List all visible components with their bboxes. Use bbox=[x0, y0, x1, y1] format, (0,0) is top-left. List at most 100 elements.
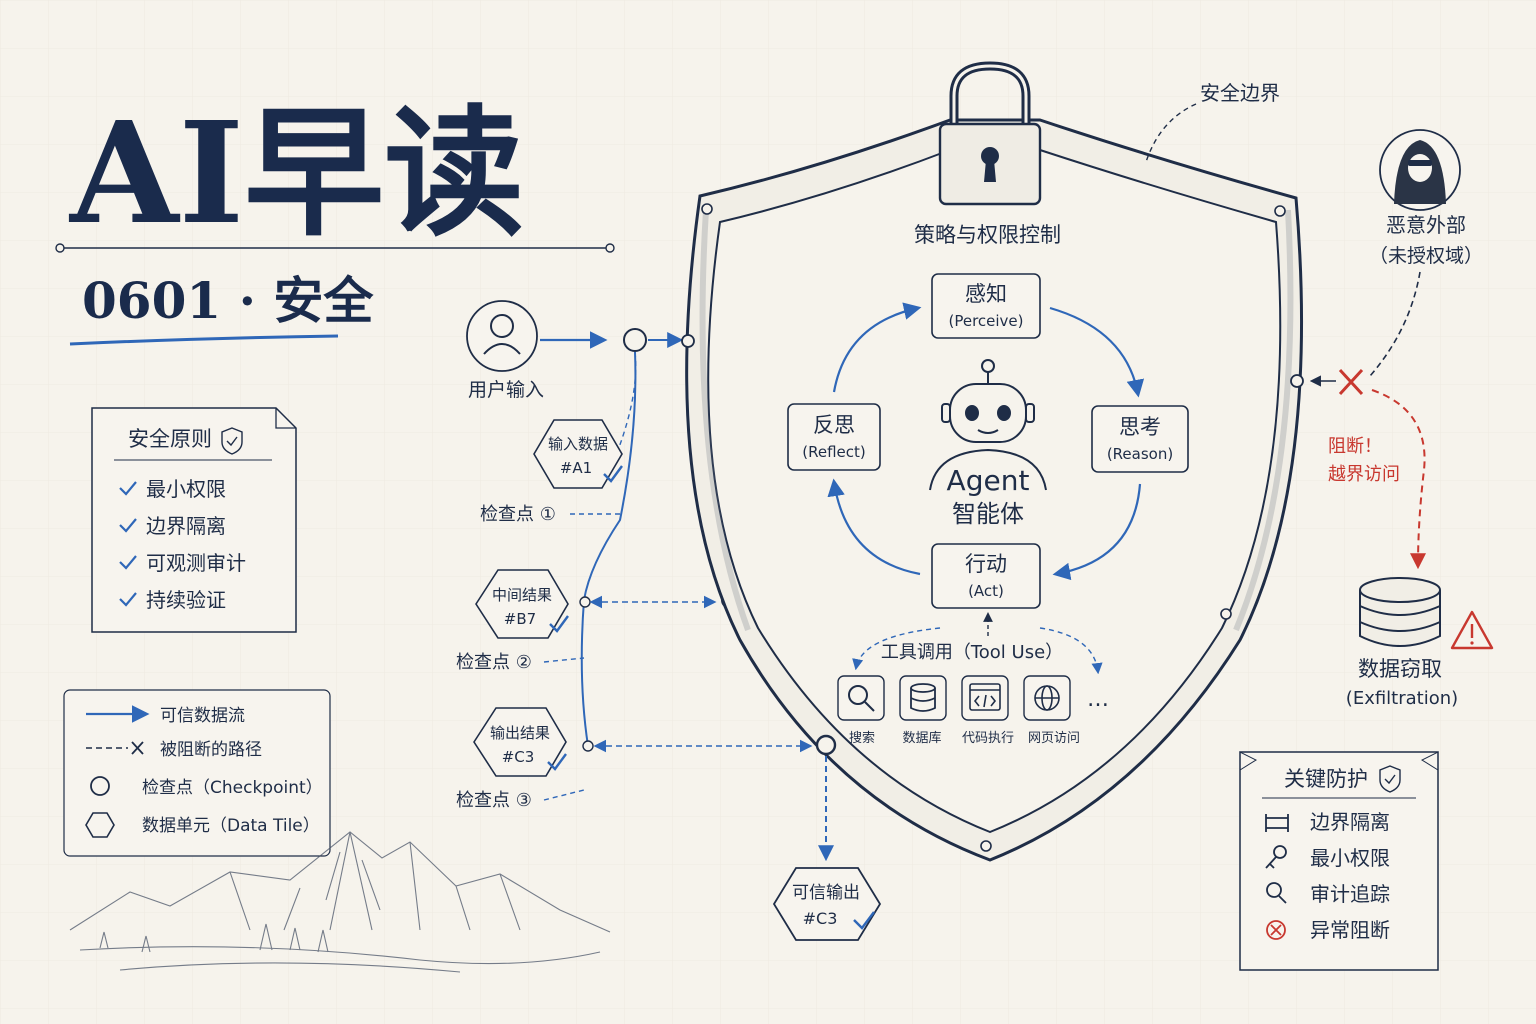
title-rule bbox=[55, 243, 615, 253]
loop-arrow bbox=[827, 478, 921, 576]
checkpoint-entry bbox=[623, 328, 647, 352]
tools-more: … bbox=[1087, 687, 1109, 712]
hacker-avatar bbox=[1379, 129, 1461, 211]
output-id: #C3 bbox=[803, 909, 838, 928]
legend-checkpoint-icon bbox=[90, 776, 110, 796]
boundary-pointer bbox=[1145, 103, 1197, 163]
check-icon bbox=[603, 465, 623, 483]
protection-item: 异常阻断 bbox=[1310, 918, 1390, 942]
database-target-icon bbox=[1359, 577, 1441, 647]
protection-item: 审计追踪 bbox=[1310, 882, 1390, 906]
checkpoint-link bbox=[543, 657, 585, 663]
tool-branch-left bbox=[852, 627, 941, 671]
checkpoint-label: 检查点 ① bbox=[480, 504, 556, 525]
subtitle-underline bbox=[69, 334, 339, 346]
checkpoint-exit bbox=[815, 734, 837, 756]
agent-name-cn: 智能体 bbox=[952, 500, 1024, 528]
rivet bbox=[1274, 205, 1286, 217]
principles-title: 安全原则 bbox=[128, 427, 212, 451]
shield-rim bbox=[707, 149, 1282, 834]
block-x-icon bbox=[1266, 920, 1286, 940]
threat-actor-label: 恶意外部 bbox=[1386, 213, 1466, 237]
loop-reflect: 反思 (Reflect) bbox=[787, 403, 881, 471]
check-icon bbox=[119, 555, 137, 570]
loop-cn: 思考 bbox=[1119, 415, 1161, 439]
loop-cn: 反思 bbox=[813, 413, 855, 437]
trusted-output-tile: 可信输出 #C3 bbox=[772, 867, 882, 941]
legend-tile-label: 数据单元（Data Tile） bbox=[142, 816, 320, 836]
principle-item: 持续验证 bbox=[146, 588, 226, 612]
tool-database: 数据库 bbox=[899, 675, 947, 746]
blocked-label: 阻断！ bbox=[1328, 436, 1382, 457]
loop-en: (Act) bbox=[968, 582, 1004, 600]
blocked-path bbox=[1369, 271, 1421, 377]
warning-icon bbox=[1450, 610, 1494, 650]
loop-arrow bbox=[1049, 306, 1145, 398]
boundary-label: 安全边界 bbox=[1200, 81, 1280, 105]
blocked-sub: 越界访问 bbox=[1328, 464, 1400, 485]
tool-label: 数据库 bbox=[902, 730, 941, 746]
rivet bbox=[980, 840, 992, 852]
user-input-node: 用户输入 bbox=[466, 300, 544, 401]
tile-id: #C3 bbox=[502, 748, 535, 766]
tile-id: #B7 bbox=[504, 610, 536, 628]
key-icon bbox=[1265, 845, 1287, 869]
loop-cn: 感知 bbox=[965, 282, 1007, 306]
security-shield bbox=[681, 118, 1304, 862]
checkpoint-dot bbox=[582, 740, 594, 752]
padlock-icon bbox=[938, 61, 1042, 206]
globe-icon bbox=[1034, 685, 1060, 711]
rivet bbox=[701, 203, 713, 215]
principles-list: 最小权限 边界隔离 可观测审计 持续验证 bbox=[119, 477, 246, 612]
exfiltration-sub: (Exfiltration) bbox=[1346, 688, 1458, 709]
tile-label: 输出结果 bbox=[490, 724, 550, 742]
loop-en: (Reflect) bbox=[802, 443, 866, 461]
data-tile-b7: 中间结果 #B7 bbox=[475, 569, 569, 639]
mountain-sketch bbox=[69, 831, 611, 973]
magnifier-icon bbox=[848, 685, 875, 712]
dashed-feed bbox=[609, 351, 637, 471]
threat-actor-sub: （未授权域） bbox=[1369, 245, 1483, 267]
principle-item: 最小权限 bbox=[146, 477, 226, 501]
exfiltration-path bbox=[1371, 389, 1427, 570]
loop-cn: 行动 bbox=[965, 552, 1007, 576]
audit-magnifier-icon bbox=[1266, 882, 1287, 904]
checkpoint-shield-right bbox=[1290, 374, 1304, 388]
loop-arrow bbox=[1052, 483, 1142, 581]
protection-item: 最小权限 bbox=[1310, 846, 1390, 870]
principle-item: 可观测审计 bbox=[146, 551, 246, 575]
tool-label: 代码执行 bbox=[962, 731, 1014, 746]
check-icon bbox=[119, 518, 137, 533]
tile-id: #A1 bbox=[560, 459, 592, 477]
shield-check-icon bbox=[221, 427, 243, 455]
legend-hexagon-icon bbox=[85, 812, 115, 838]
user-icon-body bbox=[483, 343, 521, 355]
protection-title: 关键防护 bbox=[1284, 767, 1368, 791]
check-icon bbox=[119, 481, 137, 496]
agent-name: Agent bbox=[947, 464, 1030, 497]
legend-checkpoint-label: 检查点（Checkpoint） bbox=[142, 778, 323, 798]
robot-icon bbox=[929, 359, 1047, 491]
protection-card: 关键防护 边界隔离 最小权限 审计追踪 异常阻断 bbox=[1239, 751, 1439, 971]
legend-trusted-label: 可信数据流 bbox=[160, 706, 245, 726]
shield-check-icon bbox=[1379, 765, 1401, 793]
tool-web: 网页访问 bbox=[1023, 675, 1080, 746]
principles-card: 安全原则 最小权限 边界隔离 可观测审计 持续验证 bbox=[91, 407, 297, 633]
loop-arrow bbox=[832, 302, 922, 393]
check-icon bbox=[853, 911, 875, 930]
tile-label: 中间结果 bbox=[492, 586, 552, 604]
tool-branch-right bbox=[1039, 627, 1103, 675]
tile-label: 输入数据 bbox=[548, 435, 608, 453]
tool-code: 代码执行 bbox=[961, 675, 1014, 746]
principle-item: 边界隔离 bbox=[146, 514, 226, 538]
user-icon bbox=[490, 314, 514, 338]
loop-en: (Reason) bbox=[1107, 445, 1173, 463]
legend-blocked-x-icon bbox=[131, 741, 144, 755]
checkpoint-label: 检查点 ③ bbox=[456, 790, 532, 811]
user-input-label: 用户输入 bbox=[468, 379, 544, 401]
checkpoint-label: 检查点 ② bbox=[456, 652, 532, 673]
data-tile-a1: 输入数据 #A1 bbox=[533, 419, 623, 489]
output-label: 可信输出 bbox=[792, 883, 860, 903]
code-icon bbox=[969, 683, 1001, 711]
rivet bbox=[1220, 608, 1232, 620]
